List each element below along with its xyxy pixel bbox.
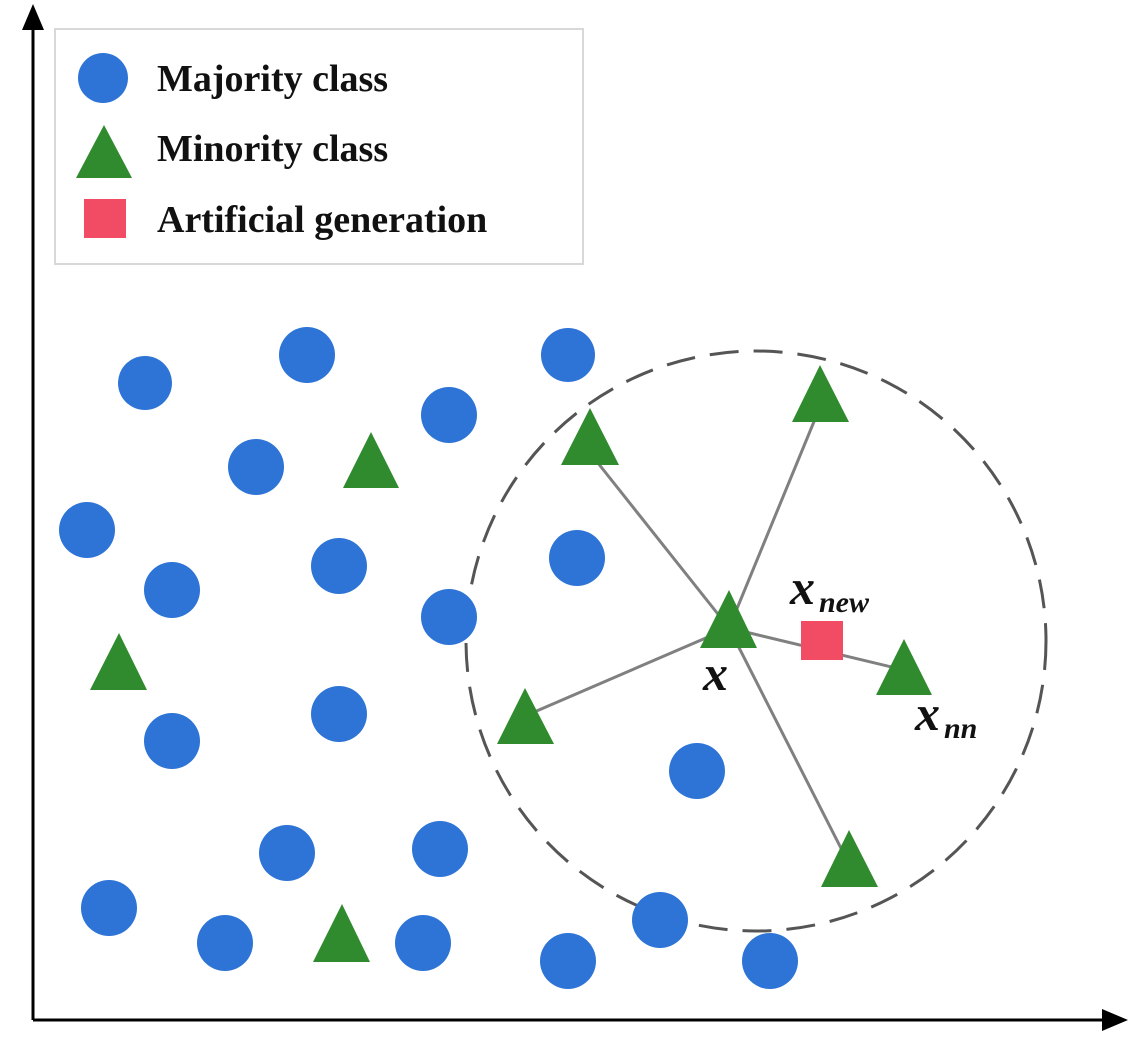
majority-points bbox=[59, 327, 798, 989]
label-x-nn: x nn bbox=[914, 685, 977, 745]
artificial-sample bbox=[801, 621, 843, 660]
majority-point bbox=[421, 387, 477, 443]
point-labels: x x new x nn bbox=[702, 559, 977, 745]
majority-point bbox=[259, 825, 315, 881]
label-x-new-subscript: new bbox=[819, 586, 870, 619]
majority-point bbox=[549, 530, 605, 586]
y-axis-arrowhead bbox=[22, 4, 44, 30]
majority-point bbox=[311, 686, 367, 742]
neighbor-link-top-right bbox=[727, 406, 822, 629]
majority-point bbox=[197, 915, 253, 971]
majority-point bbox=[395, 915, 451, 971]
minority-point bbox=[497, 688, 554, 744]
majority-point bbox=[742, 933, 798, 989]
majority-point bbox=[118, 356, 172, 410]
x-axis-arrowhead bbox=[1102, 1009, 1128, 1031]
majority-point bbox=[541, 328, 595, 382]
neighbor-link-left bbox=[524, 626, 730, 718]
majority-point bbox=[540, 933, 596, 989]
neighbor-link-top-left bbox=[588, 452, 731, 629]
legend: Majority class Minority class Artificial… bbox=[54, 28, 584, 265]
label-x-nn-subscript: nn bbox=[944, 712, 977, 745]
neighbor-link-bottom-right bbox=[727, 627, 850, 863]
legend-minority-icon bbox=[76, 125, 132, 178]
label-x: x bbox=[702, 645, 728, 701]
majority-point bbox=[311, 538, 367, 594]
neighbor-links bbox=[524, 406, 905, 863]
minority-point bbox=[343, 432, 399, 488]
neighborhood-circle bbox=[464, 349, 1048, 933]
label-x-new-main: x bbox=[789, 559, 815, 615]
legend-box bbox=[54, 28, 584, 265]
minority-points bbox=[90, 365, 932, 962]
minority-point bbox=[313, 904, 370, 962]
majority-point bbox=[632, 892, 688, 948]
label-x-nn-main: x bbox=[914, 685, 940, 741]
minority-point bbox=[561, 408, 619, 465]
majority-point bbox=[144, 562, 200, 618]
legend-artificial-label: Artificial generation bbox=[157, 199, 487, 241]
legend-minority-label: Minority class bbox=[157, 128, 388, 170]
minority-point bbox=[821, 830, 878, 887]
minority-point bbox=[792, 365, 849, 422]
minority-point bbox=[876, 639, 932, 695]
legend-majority-label: Majority class bbox=[157, 58, 388, 100]
minority-point bbox=[700, 590, 757, 648]
majority-point bbox=[412, 821, 468, 877]
majority-point bbox=[228, 439, 284, 495]
label-x-new: x new bbox=[789, 559, 870, 619]
minority-point bbox=[90, 633, 147, 690]
majority-point bbox=[59, 502, 115, 558]
majority-point bbox=[421, 589, 477, 645]
legend-artificial-icon bbox=[84, 199, 126, 238]
majority-point bbox=[81, 880, 137, 936]
majority-point bbox=[144, 713, 200, 769]
majority-point bbox=[279, 327, 335, 383]
legend-majority-icon bbox=[78, 53, 128, 103]
majority-point bbox=[669, 743, 725, 799]
